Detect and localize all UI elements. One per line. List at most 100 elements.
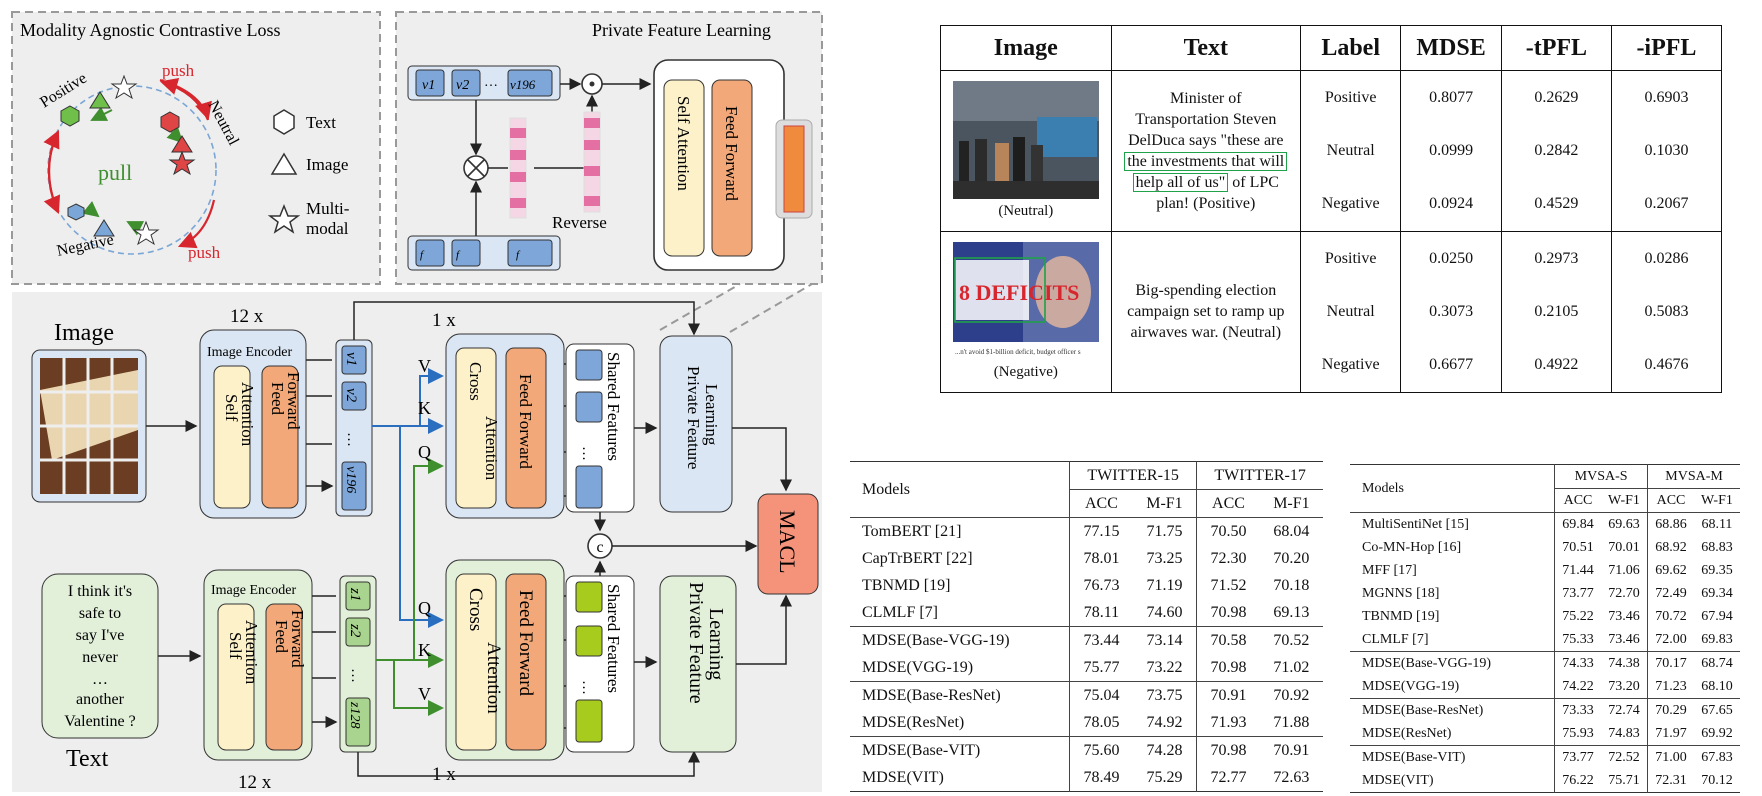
svg-text:z128: z128 [347,701,362,728]
shared-features-label-bottom: Shared Features [604,584,623,693]
mvsa-results-table: Models MVSA-S MVSA-M ACC W-F1 ACC W-F1 M… [1350,464,1740,793]
svg-text:say I've: say I've [76,627,125,644]
example-text-2: Big-spending election campaign set to ra… [1110,231,1302,394]
repeat-12x-bottom: 12 x [238,772,272,793]
reverse-label: Reverse [552,213,607,232]
legend-text-icon [273,109,295,135]
svg-text:Attention: Attention [238,382,257,447]
example-image-1-caption: (Neutral) [998,203,1054,220]
push-label-top: push [162,61,195,80]
text-input-label: Text [66,746,109,772]
negative-multimodal-icon [132,220,160,246]
col-label: Label [1300,25,1402,71]
svg-text:v2: v2 [343,388,359,403]
col-image: Image [940,25,1112,71]
svg-text:f: f [516,249,521,261]
svg-text:…: … [348,668,364,683]
private-feature-learning-panel: Private Feature Learning v1 v2 … v196 f … [395,11,823,285]
mvsa-s-header: MVSA-S [1554,464,1648,489]
example-text-1: Minister of Transportation Steven DelDuc… [1110,70,1302,232]
svg-text:v1: v1 [343,352,359,366]
col-tpfl: -tPFL [1500,25,1612,71]
svg-text:another: another [76,691,125,708]
v-label-bottom: V [418,684,431,704]
input-image [31,349,147,503]
image-input-label: Image [54,320,114,346]
positive-image-icon [89,91,111,109]
models-header: Models [1362,480,1404,496]
svg-text:Cross: Cross [465,588,486,631]
svg-text:Forward: Forward [288,610,307,668]
text-encoder-title: Image Encoder [211,583,296,598]
architecture-diagram: Modality Agnostic Contrastive Loss push … [11,11,823,793]
highlight-box [953,257,1046,324]
input-text: I think it's safe to say I've never … an… [41,573,159,739]
text-private-feature-learning: Private Feature Learning [659,575,737,753]
svg-text:…: … [92,671,108,688]
svg-text:I think it's: I think it's [68,583,132,600]
svg-text:Valentine ?: Valentine ? [64,713,136,730]
image-shared-features: … Shared Features [565,343,635,513]
legend-multimodal-label-2: modal [306,219,349,238]
pfl-self-attention: Self Attention [674,96,693,191]
text-tokens: z1 z2 … z128 [339,575,377,753]
image-tokens: v1 v2 … v196 [335,339,373,517]
pfl-v1: v1 [422,78,435,93]
legend-text-label: Text [306,113,336,132]
models-header: Models [862,480,910,498]
svg-text:…: … [579,680,595,695]
repeat-1x-top: 1 x [432,310,456,331]
positive-multimodal-icon [110,74,138,100]
deficits-overlay-text: 8 DEFICITS [959,280,1079,305]
repeat-1x-bottom: 1 x [432,764,456,785]
positive-text-icon [60,105,80,127]
pfl-v2: v2 [456,78,469,93]
q-label-bottom: Q [418,598,431,618]
table-row: 8 DEFICITS ...n't avoid $1-billion defic… [940,231,1723,394]
example-image-2-caption: (Negative) [993,364,1058,381]
svg-text:Attention: Attention [482,416,501,481]
text-shared-features: … Shared Features [565,575,635,753]
svg-text:safe to: safe to [79,605,121,622]
legend-image-label: Image [306,155,348,174]
svg-text:z2: z2 [347,623,363,638]
macl-panel-title: Modality Agnostic Contrastive Loss [20,20,281,40]
macl-loss-panel: Modality Agnostic Contrastive Loss push … [11,11,381,285]
svg-text:Private Feature: Private Feature [684,366,703,469]
table-row: Negative 0.6677 0.4922 0.4676 [941,338,1723,393]
push-arrow-bottom [177,199,216,249]
text-cross-attention-block: Cross Attention Feed Forward [445,559,565,761]
push-label-bottom: push [188,243,221,262]
twitter15-header: TWITTER-15 [1069,461,1197,490]
example-image-1: (Neutral) [940,70,1112,232]
image-encoder-title: Image Encoder [207,345,292,360]
repeat-12x-top: 12 x [230,306,264,327]
svg-text:Forward: Forward [284,372,303,430]
table-row: Neutral 0.3073 0.2105 0.5083 [941,285,1723,339]
svg-text:Learning: Learning [705,608,727,680]
svg-text:Learning: Learning [702,384,721,446]
deficits-strip-text: ...n't avoid $1-billion deficit, budget … [955,348,1081,356]
pfl-vector-reversed [583,111,601,213]
legend-multimodal-label-1: Multi- [306,199,350,218]
svg-text:…: … [484,75,498,90]
mvsa-m-header: MVSA-M [1647,464,1740,489]
svg-text:Feed Forward: Feed Forward [516,374,535,469]
k-label-top: K [418,398,431,418]
image-encoder: Image Encoder Self Attention Feed Forwar… [199,329,307,519]
svg-text:Self: Self [226,632,245,660]
svg-text:z1: z1 [347,587,363,601]
legend-multimodal-icon [267,203,301,234]
pfl-v196: v196 [510,77,536,92]
concat-label: c [596,539,603,556]
